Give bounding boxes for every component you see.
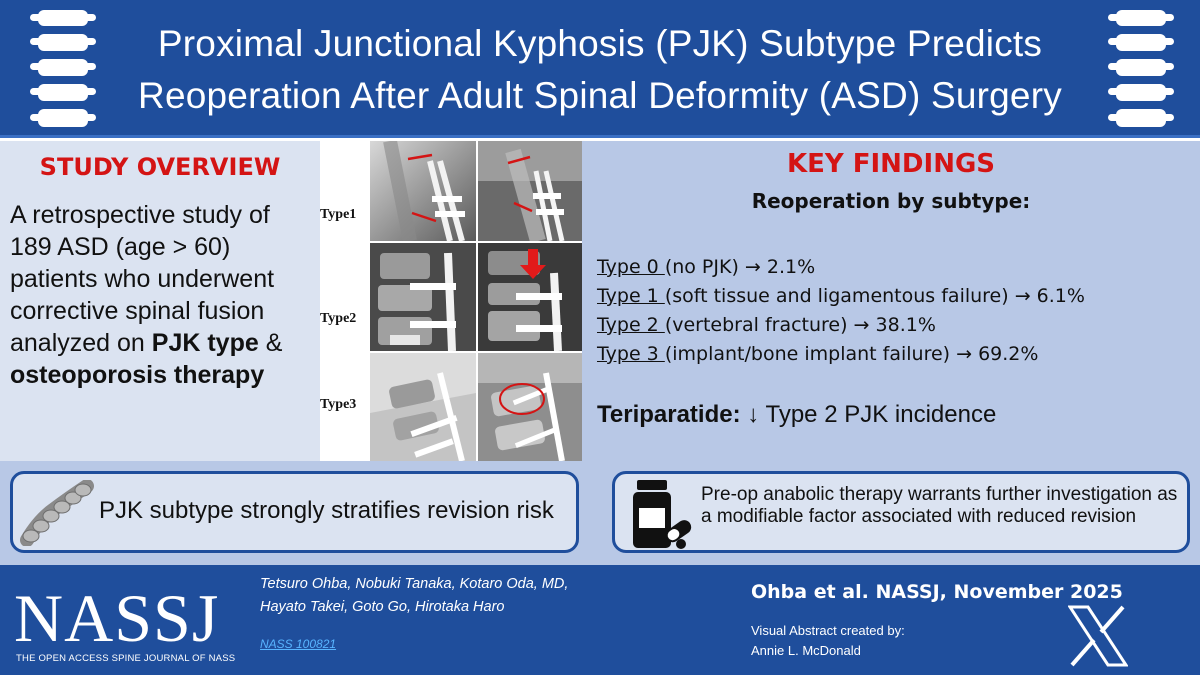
citation: Ohba et al. NASSJ, November 2025 — [751, 581, 1123, 603]
teriparatide-text: ↓ Type 2 PJK incidence — [740, 401, 997, 428]
vertebrae-icon — [30, 10, 96, 127]
finding-type: Type 2 — [597, 314, 665, 336]
authors-line-2: Hayato Takei, Goto Go, Hirotaka Haro — [260, 599, 505, 615]
vertebrae-icon — [1108, 10, 1174, 127]
key-findings-panel: KEY FINDINGS Reoperation by subtype: Typ… — [582, 141, 1200, 461]
overview-text: A retrospective study of 189 ASD (age > … — [10, 199, 315, 391]
footer: NASSJ THE OPEN ACCESS SPINE JOURNAL OF N… — [0, 565, 1200, 675]
finding-type: Type 1 — [597, 285, 665, 307]
title-line-2: Reoperation After Adult Spinal Deformity… — [138, 75, 1062, 116]
xray-image-panel: Type1 Type2 Type3 — [320, 141, 582, 461]
spine-model-icon — [20, 480, 94, 546]
finding-item: Type 3 (implant/bone implant failure) → … — [597, 340, 1085, 369]
overview-title: STUDY OVERVIEW — [39, 153, 281, 181]
findings-title: KEY FINDINGS — [786, 149, 996, 179]
finding-desc: (implant/bone implant failure) → 69.2% — [664, 343, 1039, 365]
overview-text-part1: A retrospective study of 189 ASD (age > … — [10, 201, 275, 357]
conclusions-strip: PJK subtype strongly stratifies revision… — [0, 461, 1200, 565]
type1-xray-left — [370, 141, 476, 241]
type2-label: Type2 — [320, 311, 357, 326]
logo-subtitle: THE OPEN ACCESS SPINE JOURNAL OF NASS — [16, 653, 236, 664]
authors: Tetsuro Ohba, Nobuki Tanaka, Kotaro Oda,… — [260, 573, 680, 619]
x-logo-icon[interactable] — [1068, 605, 1128, 667]
finding-type: Type 0 — [597, 256, 665, 278]
study-overview-panel: STUDY OVERVIEW A retrospective study of … — [0, 141, 320, 461]
conclusion-right-text: Pre-op anabolic therapy warrants further… — [701, 484, 1178, 527]
type1-label: Type1 — [320, 207, 357, 222]
findings-subtitle: Reoperation by subtype: — [751, 189, 1031, 213]
conclusion-box-right: Pre-op anabolic therapy warrants further… — [612, 471, 1190, 553]
authors-line-1: Tetsuro Ohba, Nobuki Tanaka, Kotaro Oda,… — [260, 576, 569, 592]
type2-xray-left — [370, 243, 476, 351]
finding-desc: (no PJK) → 2.1% — [664, 256, 816, 278]
credit-name: Annie L. McDonald — [751, 643, 861, 658]
finding-item: Type 1 (soft tissue and ligamentous fail… — [597, 282, 1085, 311]
teriparatide-label: Teriparatide: — [597, 401, 741, 428]
type3-xray-left — [370, 353, 476, 461]
overview-bold-pjk: PJK type — [151, 329, 259, 357]
type2-xray-right — [478, 243, 582, 351]
teriparatide-finding: Teriparatide: ↓ Type 2 PJK incidence — [597, 401, 996, 429]
finding-item: Type 0 (no PJK) → 2.1% — [597, 253, 1085, 282]
finding-type: Type 3 — [597, 343, 665, 365]
title-line-1: Proximal Junctional Kyphosis (PJK) Subty… — [157, 23, 1043, 64]
overview-text-part2: & — [258, 329, 283, 357]
type3-label: Type3 — [320, 397, 357, 412]
type1-xray-right — [478, 141, 582, 241]
findings-list: Type 0 (no PJK) → 2.1% Type 1 (soft tiss… — [597, 253, 1085, 369]
header-banner: Proximal Junctional Kyphosis (PJK) Subty… — [0, 0, 1200, 138]
pill-bottle-icon — [633, 480, 692, 549]
conclusion-left-text: PJK subtype strongly stratifies revision… — [99, 497, 554, 524]
finding-item: Type 2 (vertebral fracture) → 38.1% — [597, 311, 1085, 340]
finding-desc: (vertebral fracture) → 38.1% — [664, 314, 936, 336]
doi-link[interactable]: NASS 100821 — [260, 637, 337, 651]
logo-word: NASSJ — [14, 580, 220, 656]
nassj-logo[interactable]: NASSJ THE OPEN ACCESS SPINE JOURNAL OF N… — [0, 565, 250, 675]
finding-desc: (soft tissue and ligamentous failure) → … — [664, 285, 1085, 307]
overview-bold-osteo: osteoporosis therapy — [10, 361, 265, 389]
type3-xray-right — [478, 353, 582, 461]
credit-label: Visual Abstract created by: — [751, 623, 905, 638]
conclusion-box-left: PJK subtype strongly stratifies revision… — [10, 471, 579, 553]
